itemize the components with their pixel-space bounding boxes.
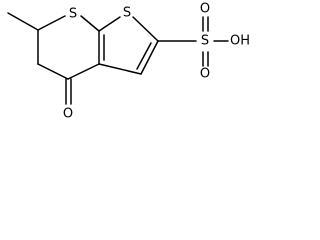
hydroxyl-label: OH <box>230 34 250 49</box>
thiophene-sulfur-label: S <box>123 6 131 21</box>
bond-c6-s7 <box>37 15 66 31</box>
bond-c3-c4a <box>98 63 142 75</box>
bond-methyl <box>7 12 39 31</box>
bond-s7-c7a <box>80 15 100 32</box>
bond-c5-c4 <box>37 63 69 80</box>
chemical-structure-drawing: S S O S O O OH <box>7 2 250 122</box>
sulfonyl-sulfur-label: S <box>201 34 209 49</box>
bond-c7a-s1 <box>98 16 121 32</box>
bond-c2-c3 <box>140 40 159 75</box>
sulfonyl-oxygen-bottom-label: O <box>200 67 210 82</box>
bond-s1-c2 <box>132 16 159 42</box>
sulfonyl-oxygen-top-label: O <box>200 2 210 17</box>
ring-sulfur-label: S <box>69 7 77 22</box>
bond-c2-c3-inner <box>136 42 152 70</box>
ketone-oxygen-label: O <box>63 107 73 122</box>
bond-c4-c4a <box>67 63 100 80</box>
